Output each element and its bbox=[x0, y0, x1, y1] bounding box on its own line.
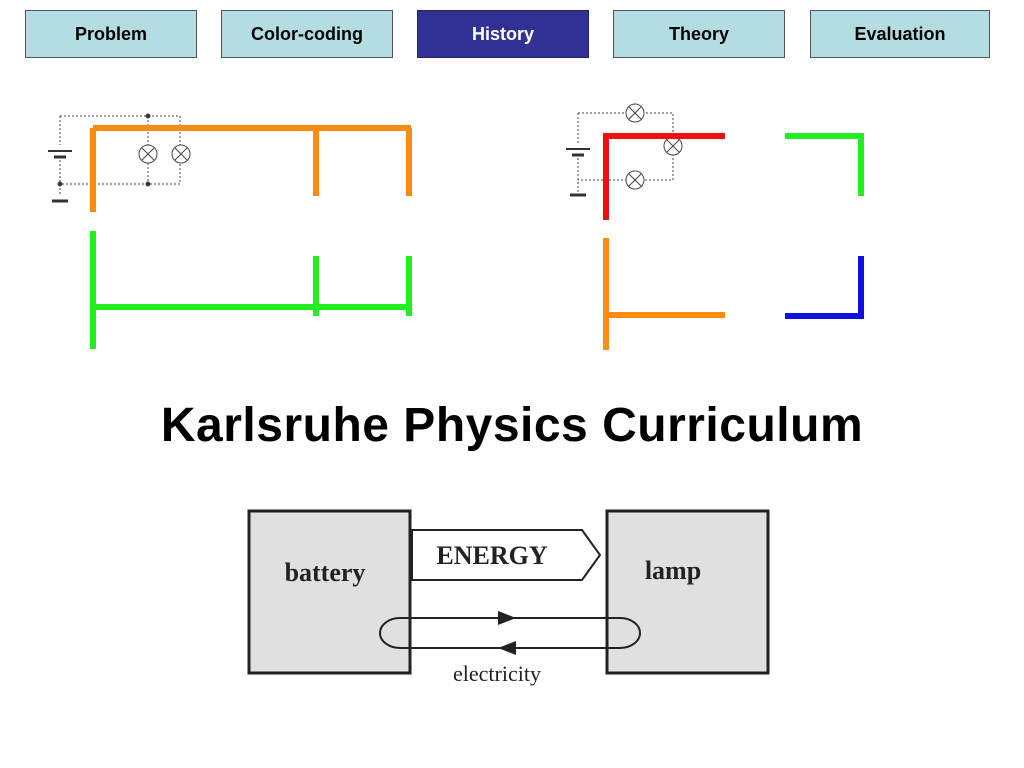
lamp-icon bbox=[663, 136, 683, 156]
battery-box bbox=[247, 509, 412, 675]
arrow-right-icon bbox=[498, 611, 516, 625]
tab-problem[interactable]: Problem bbox=[25, 10, 197, 58]
left-circuit-diagram bbox=[48, 113, 412, 349]
tab-history[interactable]: History bbox=[417, 10, 589, 58]
right-circuit-diagram bbox=[566, 103, 864, 350]
junction-dot bbox=[145, 181, 151, 187]
page-title: Karlsruhe Physics Curriculum bbox=[160, 399, 864, 452]
tab-color-coding-label: Color-coding bbox=[251, 23, 363, 44]
left-green-conductor bbox=[90, 231, 412, 349]
left-schematic bbox=[48, 113, 191, 203]
right-orange-conductor bbox=[603, 238, 725, 350]
lamp-label: lamp bbox=[645, 556, 701, 585]
electricity-label: electricity bbox=[453, 661, 541, 686]
junction-dot bbox=[145, 113, 151, 119]
tab-problem-label: Problem bbox=[74, 23, 148, 44]
tab-theory[interactable]: Theory bbox=[613, 10, 785, 58]
energy-carrier-diagram: battery ENERGY lamp electricity bbox=[247, 509, 770, 686]
tab-history-label: History bbox=[471, 23, 534, 44]
arrow-left-icon bbox=[498, 641, 516, 655]
left-orange-conductor bbox=[90, 125, 412, 212]
junction-dot bbox=[57, 181, 63, 187]
lamp-box bbox=[605, 509, 770, 675]
lamp-icon bbox=[138, 144, 158, 164]
lamp-icon bbox=[625, 103, 645, 123]
energy-arrow bbox=[411, 529, 602, 581]
battery-label: battery bbox=[285, 558, 366, 587]
lamp-icon bbox=[171, 144, 191, 164]
energy-label: ENERGY bbox=[436, 541, 547, 570]
right-blue-conductor bbox=[785, 256, 864, 319]
right-green-conductor bbox=[785, 133, 864, 196]
tab-theory-label: Theory bbox=[668, 23, 729, 44]
lamp-icon bbox=[625, 170, 645, 190]
right-schematic-wires bbox=[578, 112, 674, 181]
tab-color-coding[interactable]: Color-coding bbox=[221, 10, 393, 58]
right-red-conductor bbox=[603, 133, 725, 220]
right-schematic bbox=[566, 103, 683, 197]
tab-evaluation-label: Evaluation bbox=[854, 23, 946, 44]
tab-evaluation[interactable]: Evaluation bbox=[810, 10, 990, 58]
